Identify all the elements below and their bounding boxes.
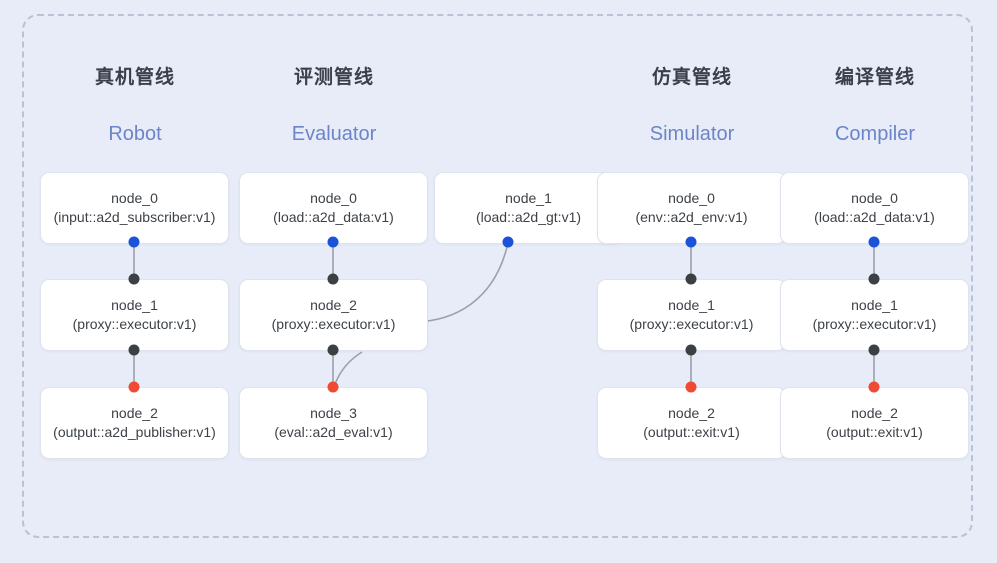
node-box-robot-1[interactable]: node_1(proxy::executor:v1) [40, 279, 229, 351]
column-title-en-robot: Robot [108, 123, 162, 145]
node-name: node_2 [310, 297, 357, 313]
node-name: node_0 [310, 190, 357, 206]
node-spec: (output::a2d_publisher:v1) [53, 424, 216, 440]
node-spec: (proxy::executor:v1) [72, 316, 197, 332]
node-spec: (env::a2d_env:v1) [635, 209, 748, 225]
node-box-evaluator-1[interactable]: node_1(load::a2d_gt:v1) [434, 172, 623, 244]
port-dot-terminal-evaluator-4[interactable] [327, 381, 339, 393]
column-title-en-evaluator: Evaluator [291, 123, 377, 145]
node-spec: (input::a2d_subscriber:v1) [53, 209, 216, 225]
node-box-simulator-0[interactable]: node_0(env::a2d_env:v1) [597, 172, 786, 244]
port-dot-input-evaluator-2[interactable] [327, 273, 339, 285]
port-dot-input-compiler-2[interactable] [868, 344, 880, 356]
port-dot-input-evaluator-3[interactable] [327, 344, 339, 356]
node-name: node_1 [505, 190, 552, 206]
node-box-compiler-2[interactable]: node_2(output::exit:v1) [780, 387, 969, 459]
port-dot-output-evaluator-0[interactable] [327, 236, 339, 248]
node-spec: (eval::a2d_eval:v1) [274, 424, 393, 440]
node-box-evaluator-3[interactable]: node_3(eval::a2d_eval:v1) [239, 387, 428, 459]
node-name: node_2 [851, 405, 898, 421]
node-spec: (load::a2d_data:v1) [814, 209, 935, 225]
node-box-robot-2[interactable]: node_2(output::a2d_publisher:v1) [40, 387, 229, 459]
node-spec: (proxy::executor:v1) [629, 316, 754, 332]
port-dot-input-robot-2[interactable] [128, 344, 140, 356]
node-spec: (proxy::executor:v1) [271, 316, 396, 332]
column-title-en-simulator: Simulator [649, 123, 735, 145]
column-title-cn-compiler: 编译管线 [834, 67, 915, 88]
column-title-en-compiler: Compiler [834, 123, 916, 145]
column-title-cn-simulator: 仿真管线 [651, 67, 732, 88]
node-spec: (output::exit:v1) [826, 424, 923, 440]
node-spec: (proxy::executor:v1) [812, 316, 937, 332]
node-name: node_3 [310, 405, 357, 421]
node-spec: (output::exit:v1) [643, 424, 740, 440]
node-box-compiler-1[interactable]: node_1(proxy::executor:v1) [780, 279, 969, 351]
node-name: node_1 [111, 297, 158, 313]
pipeline-group-frame [22, 14, 973, 538]
node-box-robot-0[interactable]: node_0(input::a2d_subscriber:v1) [40, 172, 229, 244]
port-dot-terminal-robot-3[interactable] [128, 381, 140, 393]
node-spec: (load::a2d_gt:v1) [475, 209, 582, 225]
node-name: node_2 [668, 405, 715, 421]
port-dot-input-simulator-2[interactable] [685, 344, 697, 356]
node-name: node_2 [111, 405, 158, 421]
port-dot-output-simulator-0[interactable] [685, 236, 697, 248]
port-dot-output-evaluator-1[interactable] [502, 236, 514, 248]
port-dot-input-compiler-1[interactable] [868, 273, 880, 285]
node-box-compiler-0[interactable]: node_0(load::a2d_data:v1) [780, 172, 969, 244]
node-box-evaluator-0[interactable]: node_0(load::a2d_data:v1) [239, 172, 428, 244]
node-box-simulator-1[interactable]: node_1(proxy::executor:v1) [597, 279, 786, 351]
column-title-cn-robot: 真机管线 [94, 67, 175, 88]
port-dot-output-compiler-0[interactable] [868, 236, 880, 248]
port-dot-output-robot-0[interactable] [128, 236, 140, 248]
node-name: node_1 [851, 297, 898, 313]
node-name: node_1 [668, 297, 715, 313]
port-dot-terminal-simulator-3[interactable] [685, 381, 697, 393]
port-dot-input-robot-1[interactable] [128, 273, 140, 285]
port-dot-terminal-compiler-3[interactable] [868, 381, 880, 393]
node-name: node_0 [851, 190, 898, 206]
node-name: node_0 [111, 190, 158, 206]
column-title-cn-evaluator: 评测管线 [293, 67, 374, 88]
node-spec: (load::a2d_data:v1) [273, 209, 394, 225]
node-box-simulator-2[interactable]: node_2(output::exit:v1) [597, 387, 786, 459]
node-name: node_0 [668, 190, 715, 206]
node-box-evaluator-2[interactable]: node_2(proxy::executor:v1) [239, 279, 428, 351]
port-dot-input-simulator-1[interactable] [685, 273, 697, 285]
